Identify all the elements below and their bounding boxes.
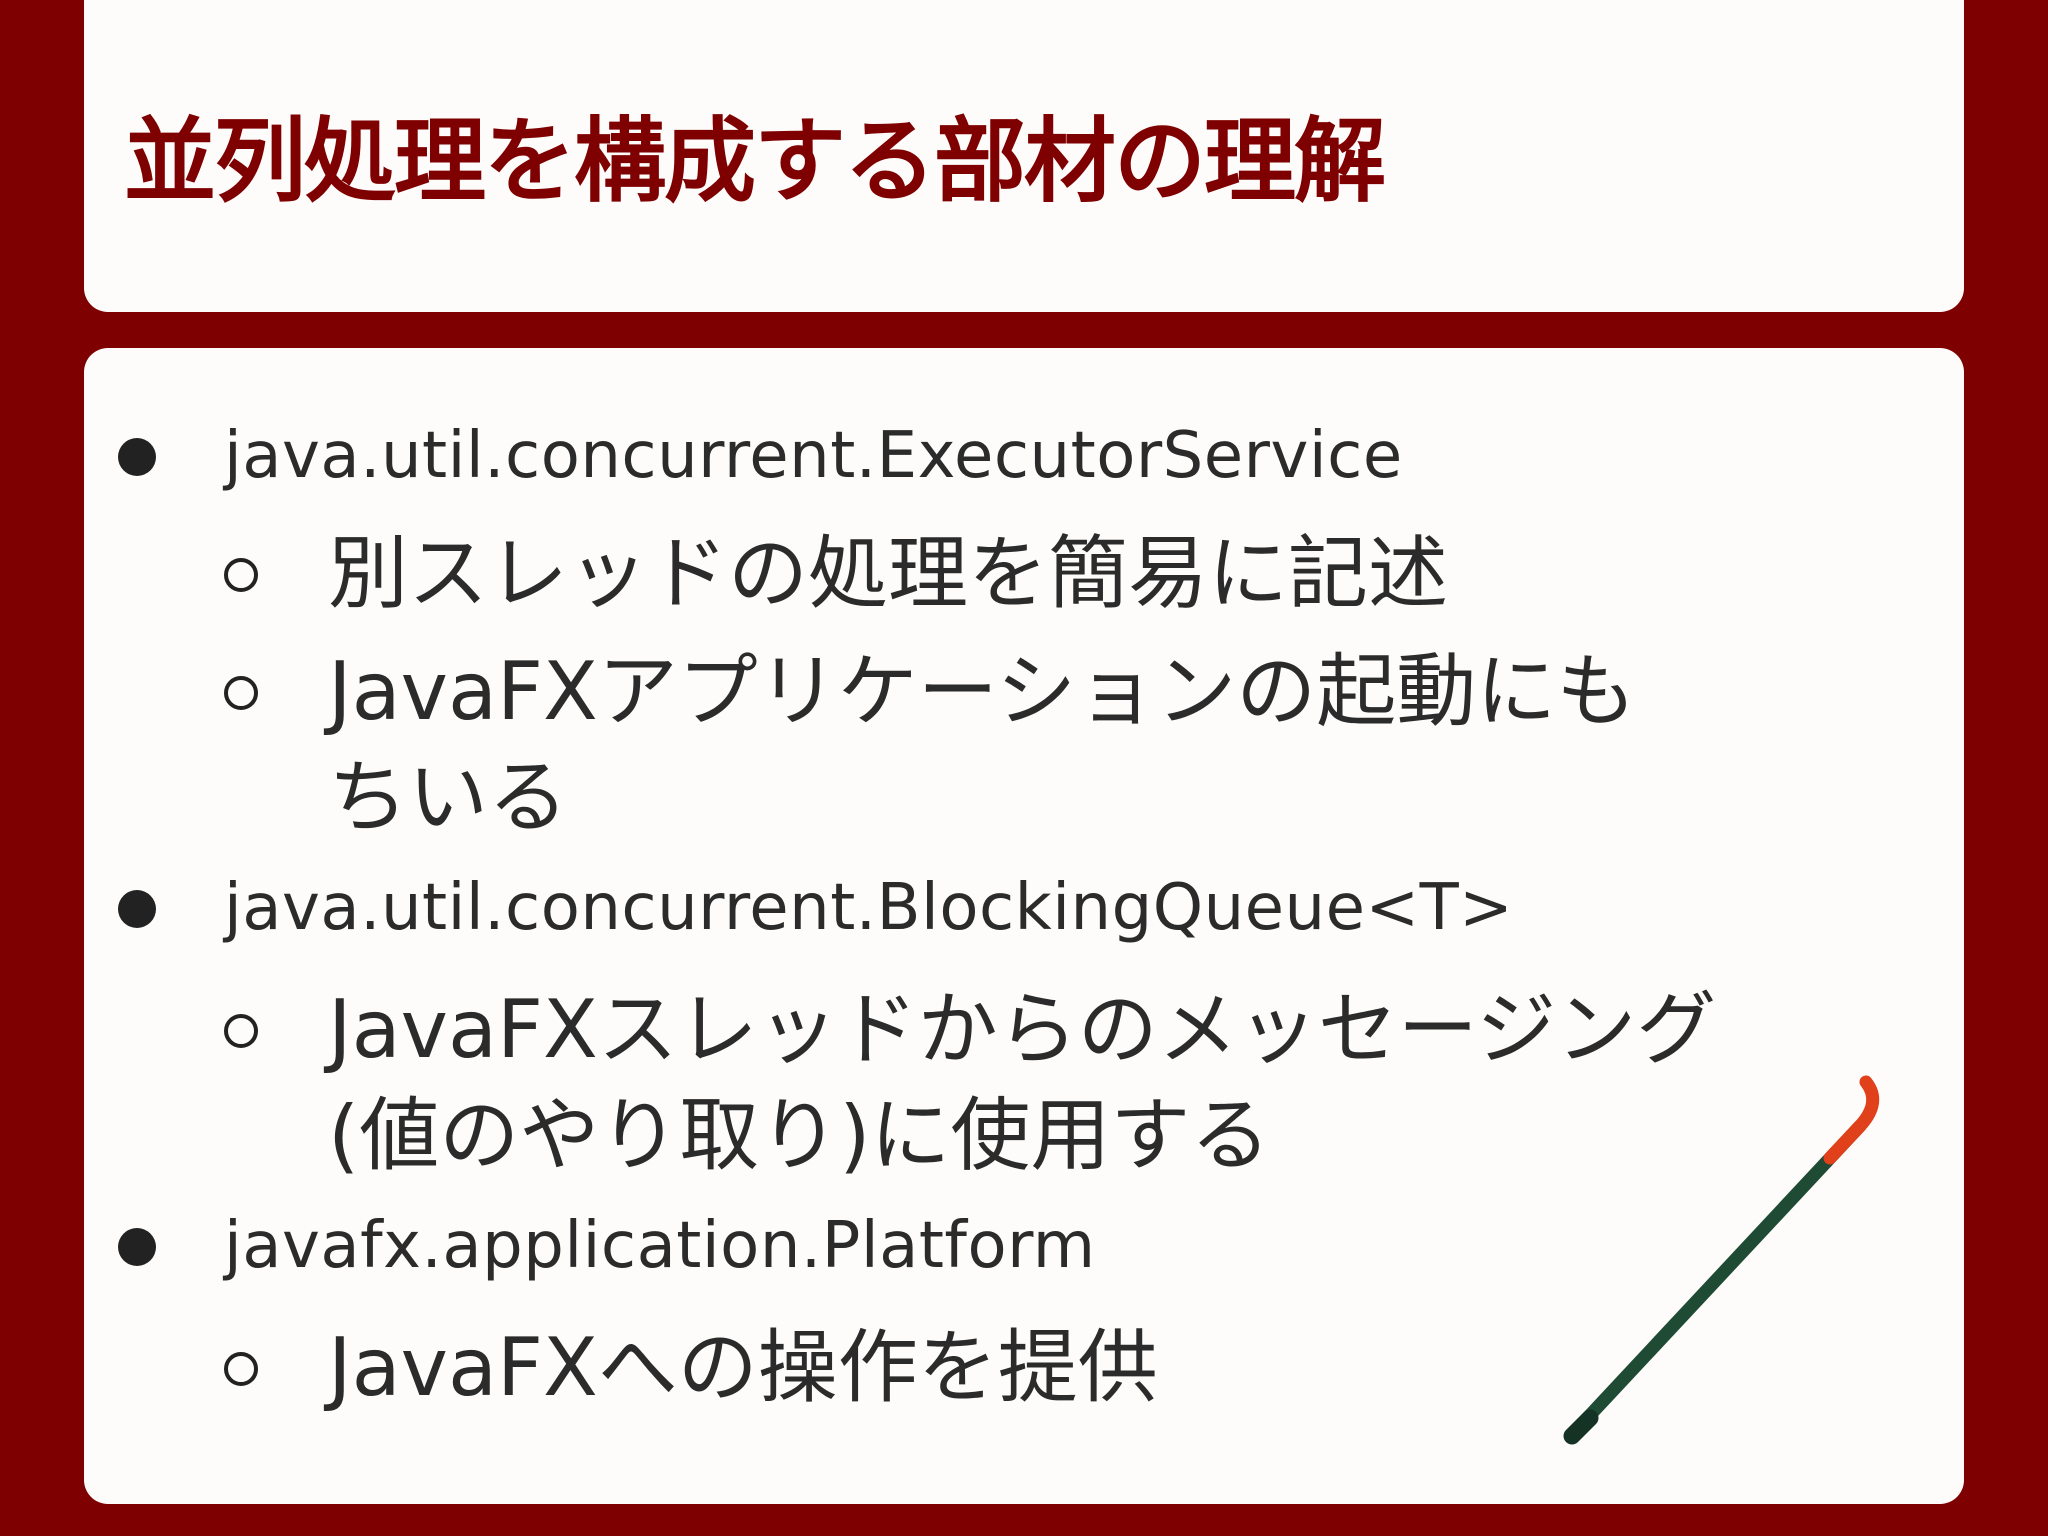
bullet-dot-icon xyxy=(118,438,156,476)
bullet-ring-icon xyxy=(224,1014,258,1048)
bullet-ring-icon xyxy=(224,558,258,592)
class-name-executor-service: java.util.concurrent.ExecutorService xyxy=(224,419,1403,493)
description-line: JavaFXアプリケーションの起動にも xyxy=(328,645,1637,738)
class-name-platform: javafx.application.Platform xyxy=(224,1209,1096,1283)
class-name-blocking-queue: java.util.concurrent.BlockingQueue<T> xyxy=(224,871,1514,945)
bullet-dot-icon xyxy=(118,1228,156,1266)
crowbar-icon xyxy=(1563,1075,1880,1445)
bullet-ring-icon xyxy=(224,676,258,710)
description-line: 別スレッドの処理を簡易に記述 xyxy=(328,527,1448,620)
title-panel: 並列処理を構成する部材の理解 xyxy=(84,0,1964,312)
description-line-continued: (値のやり取り)に使用する xyxy=(328,1089,1271,1182)
bullet-ring-icon xyxy=(224,1352,258,1386)
slide-title: 並列処理を構成する部材の理解 xyxy=(124,108,1386,215)
bullet-dot-icon xyxy=(118,890,156,928)
description-line: JavaFXスレッドからのメッセージング xyxy=(328,983,1717,1076)
description-line-continued: ちいる xyxy=(328,751,568,844)
content-panel: java.util.concurrent.ExecutorService 別スレ… xyxy=(84,348,1964,1504)
description-line: JavaFXへの操作を提供 xyxy=(328,1321,1158,1414)
